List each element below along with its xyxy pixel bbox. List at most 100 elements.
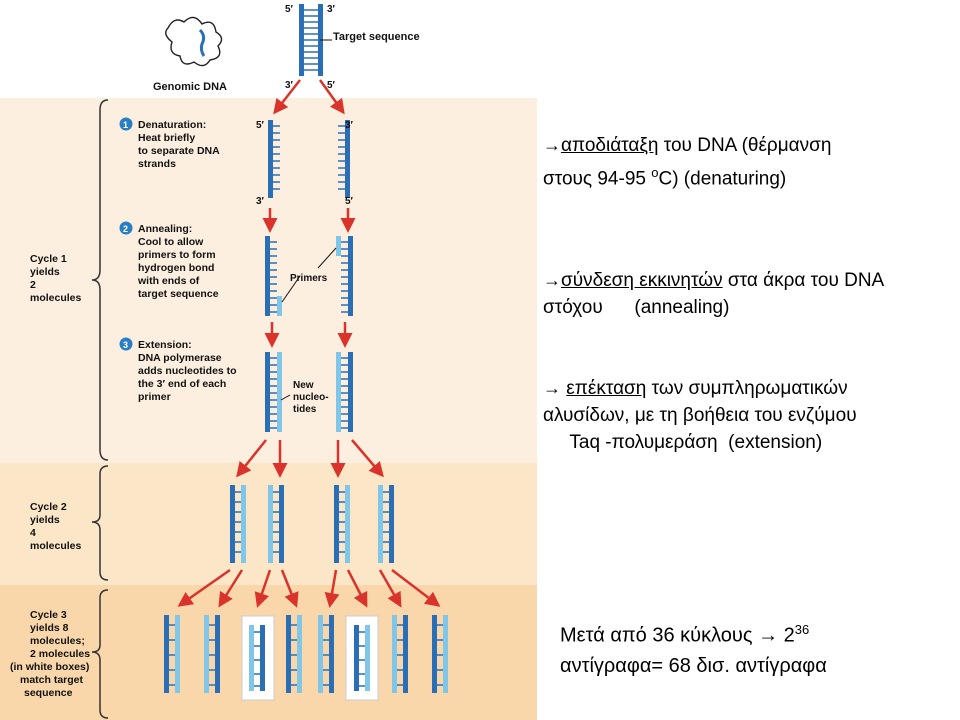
- arrows-to-cycle3: [177, 568, 441, 608]
- target-3prime-right: 3′: [327, 4, 336, 15]
- step1-line-1: Heat briefly: [138, 132, 195, 144]
- primers-label: Primers: [290, 273, 328, 284]
- step2-line-5: target sequence: [138, 288, 219, 300]
- new-nuc-line-1: New: [293, 380, 314, 391]
- note-extension-link: επέκταση: [566, 378, 647, 399]
- target-5prime-right: 5′: [327, 80, 336, 91]
- cycle1-bracket: [91, 99, 109, 461]
- white-box-left: [241, 615, 275, 701]
- cycle3-line-7: sequence: [24, 687, 73, 699]
- cycle3-molecules: [164, 615, 448, 701]
- primer-pointer-right: [317, 247, 337, 269]
- step2-line-1: Cool to allow: [138, 236, 204, 248]
- note-cycles-line2: αντίγραφα= 68 δισ. αντίγραφα: [560, 654, 827, 677]
- note-annealing: →σύνδεση εκκινητών στα άκρα του DNA στόχ…: [543, 267, 884, 321]
- white-box-right: [345, 615, 379, 701]
- cycle2-line-4: molecules: [30, 540, 82, 552]
- notes-panel: [537, 0, 960, 720]
- arrows-to-cycle2: [236, 439, 384, 478]
- denat-5prime-left: 5′: [256, 120, 265, 131]
- annealed-strands: [265, 236, 353, 316]
- step1-num: 1: [123, 120, 128, 130]
- step2-line-3: hydrogen bond: [138, 262, 214, 274]
- note-extension: → επέκταση των συμπληρωματικών αλυσίδων,…: [543, 375, 857, 456]
- target-sequence-label: Target sequence: [333, 31, 420, 43]
- arrow-icon: →: [758, 624, 779, 647]
- cycle2-line-1: Cycle 2: [30, 501, 67, 513]
- cycle1-line-2: yields: [30, 266, 60, 278]
- cycle3-line-1: Cycle 3: [30, 609, 67, 621]
- note-denaturing-rest: του DNA (θέρμανση: [658, 135, 832, 156]
- denat-5prime-right: 5′: [345, 196, 354, 207]
- cycle1-line-4: molecules: [30, 292, 82, 304]
- primer-pointer-left: [281, 275, 301, 303]
- step3-title: Extension:: [138, 339, 192, 351]
- cycle1-label: Cycle 1 yields 2 molecules: [30, 253, 82, 304]
- note-annealing-link: σύνδεση εκκινητών: [561, 270, 723, 291]
- denat-3prime-right: 3′: [345, 120, 354, 131]
- note-annealing-rest: στα άκρα του DNA: [722, 270, 885, 291]
- note-extension-line3: Taq -πολυμεράση (extension): [543, 432, 823, 453]
- arrow-icon: →: [543, 270, 561, 290]
- new-nuc-line-2: nucleo-: [293, 392, 329, 403]
- arrow-denature-left: [273, 79, 301, 115]
- genomic-dna-label: Genomic DNA: [153, 81, 227, 93]
- cycle1-line-1: Cycle 1: [30, 253, 67, 265]
- cycle3-bracket: [91, 589, 109, 719]
- note-denaturing: →αποδιάταξη του DNA (θέρμανση στους 94-9…: [543, 132, 831, 192]
- step2-title: Annealing:: [138, 223, 192, 235]
- note-cycles-base: 2: [778, 624, 795, 647]
- note-annealing-line2: στόχου (annealing): [543, 297, 730, 318]
- cycle3-line-3: molecules;: [30, 635, 85, 647]
- genomic-dna-target-segment: [198, 28, 206, 57]
- arrow-denature-right: [318, 79, 345, 115]
- arrow-icon: →: [543, 378, 561, 398]
- note-denaturing-link: αποδιάταξη: [561, 135, 659, 156]
- step2-num: 2: [123, 224, 128, 234]
- cycle3-label: Cycle 3 yields 8 molecules; 2 molecules …: [10, 609, 93, 699]
- cycle2-line-3: 4: [30, 527, 36, 539]
- pcr-diagram: Genomic DNA 5′ 3′ 5′ 3′ Target sequence: [0, 4, 537, 720]
- cycle3-line-4: 2 molecules: [30, 648, 90, 660]
- cycle2-molecules: [230, 485, 394, 563]
- genomic-dna-coil: [165, 16, 223, 67]
- step3-line-2: adds nucleotides to: [138, 365, 237, 377]
- note-cycles: Μετά από 36 κύκλους → 236 αντίγραφα= 68 …: [560, 615, 827, 681]
- step2-line-4: with ends of: [137, 275, 200, 287]
- step2-text: Annealing: Cool to allow primers to form…: [137, 223, 219, 300]
- denat-3prime-left: 3′: [256, 196, 265, 207]
- step2-line-2: primers to form: [138, 249, 216, 261]
- step3-num: 3: [123, 340, 128, 350]
- cycle2-bracket: [91, 465, 109, 581]
- target-5prime-label: 5′: [285, 4, 294, 15]
- note-cycles-exponent: 36: [794, 622, 810, 637]
- cycle3-line-6: match target: [20, 674, 84, 686]
- new-nuc-pointer: [280, 394, 291, 401]
- new-nuc-line-3: tides: [293, 404, 317, 415]
- cycle3-line-5: (in white boxes): [10, 661, 89, 673]
- step3-line-1: DNA polymerase: [138, 352, 222, 364]
- step1-text: Denaturation: Heat briefly to separate D…: [138, 119, 222, 170]
- cycle1-line-3: 2: [30, 279, 36, 291]
- note-denaturing-line2b: C) (denaturing): [658, 168, 787, 190]
- denatured-strands: [268, 120, 350, 198]
- step1-line-3: strands: [138, 158, 176, 170]
- target-dna: [299, 4, 323, 76]
- note-extension-rest: των συμπληρωματικών: [646, 378, 848, 399]
- new-nucleotides-label: New nucleo- tides: [293, 380, 331, 415]
- step2-badge: [119, 221, 133, 235]
- step3-line-4: primer: [138, 391, 171, 403]
- arrow-icon: →: [543, 135, 561, 155]
- step3-text: Extension: DNA polymerase adds nucleotid…: [138, 339, 240, 403]
- cycle2-label: Cycle 2 yields 4 molecules: [30, 501, 82, 552]
- note-denaturing-line2a: στους 94-95: [543, 168, 652, 190]
- step1-line-2: to separate DNA: [138, 145, 220, 157]
- note-extension-line2: αλυσίδων, με τη βοήθεια του ενζύμου: [543, 405, 857, 426]
- step3-badge: [119, 337, 133, 351]
- cycle3-line-2: yields 8: [30, 622, 69, 634]
- extended-strands: [265, 352, 353, 432]
- target-3prime-label: 3′: [285, 80, 294, 91]
- note-denaturing-sup: ο: [651, 165, 659, 180]
- target-sequence-label-text: Target sequence: [333, 31, 420, 43]
- step1-badge: [119, 117, 133, 131]
